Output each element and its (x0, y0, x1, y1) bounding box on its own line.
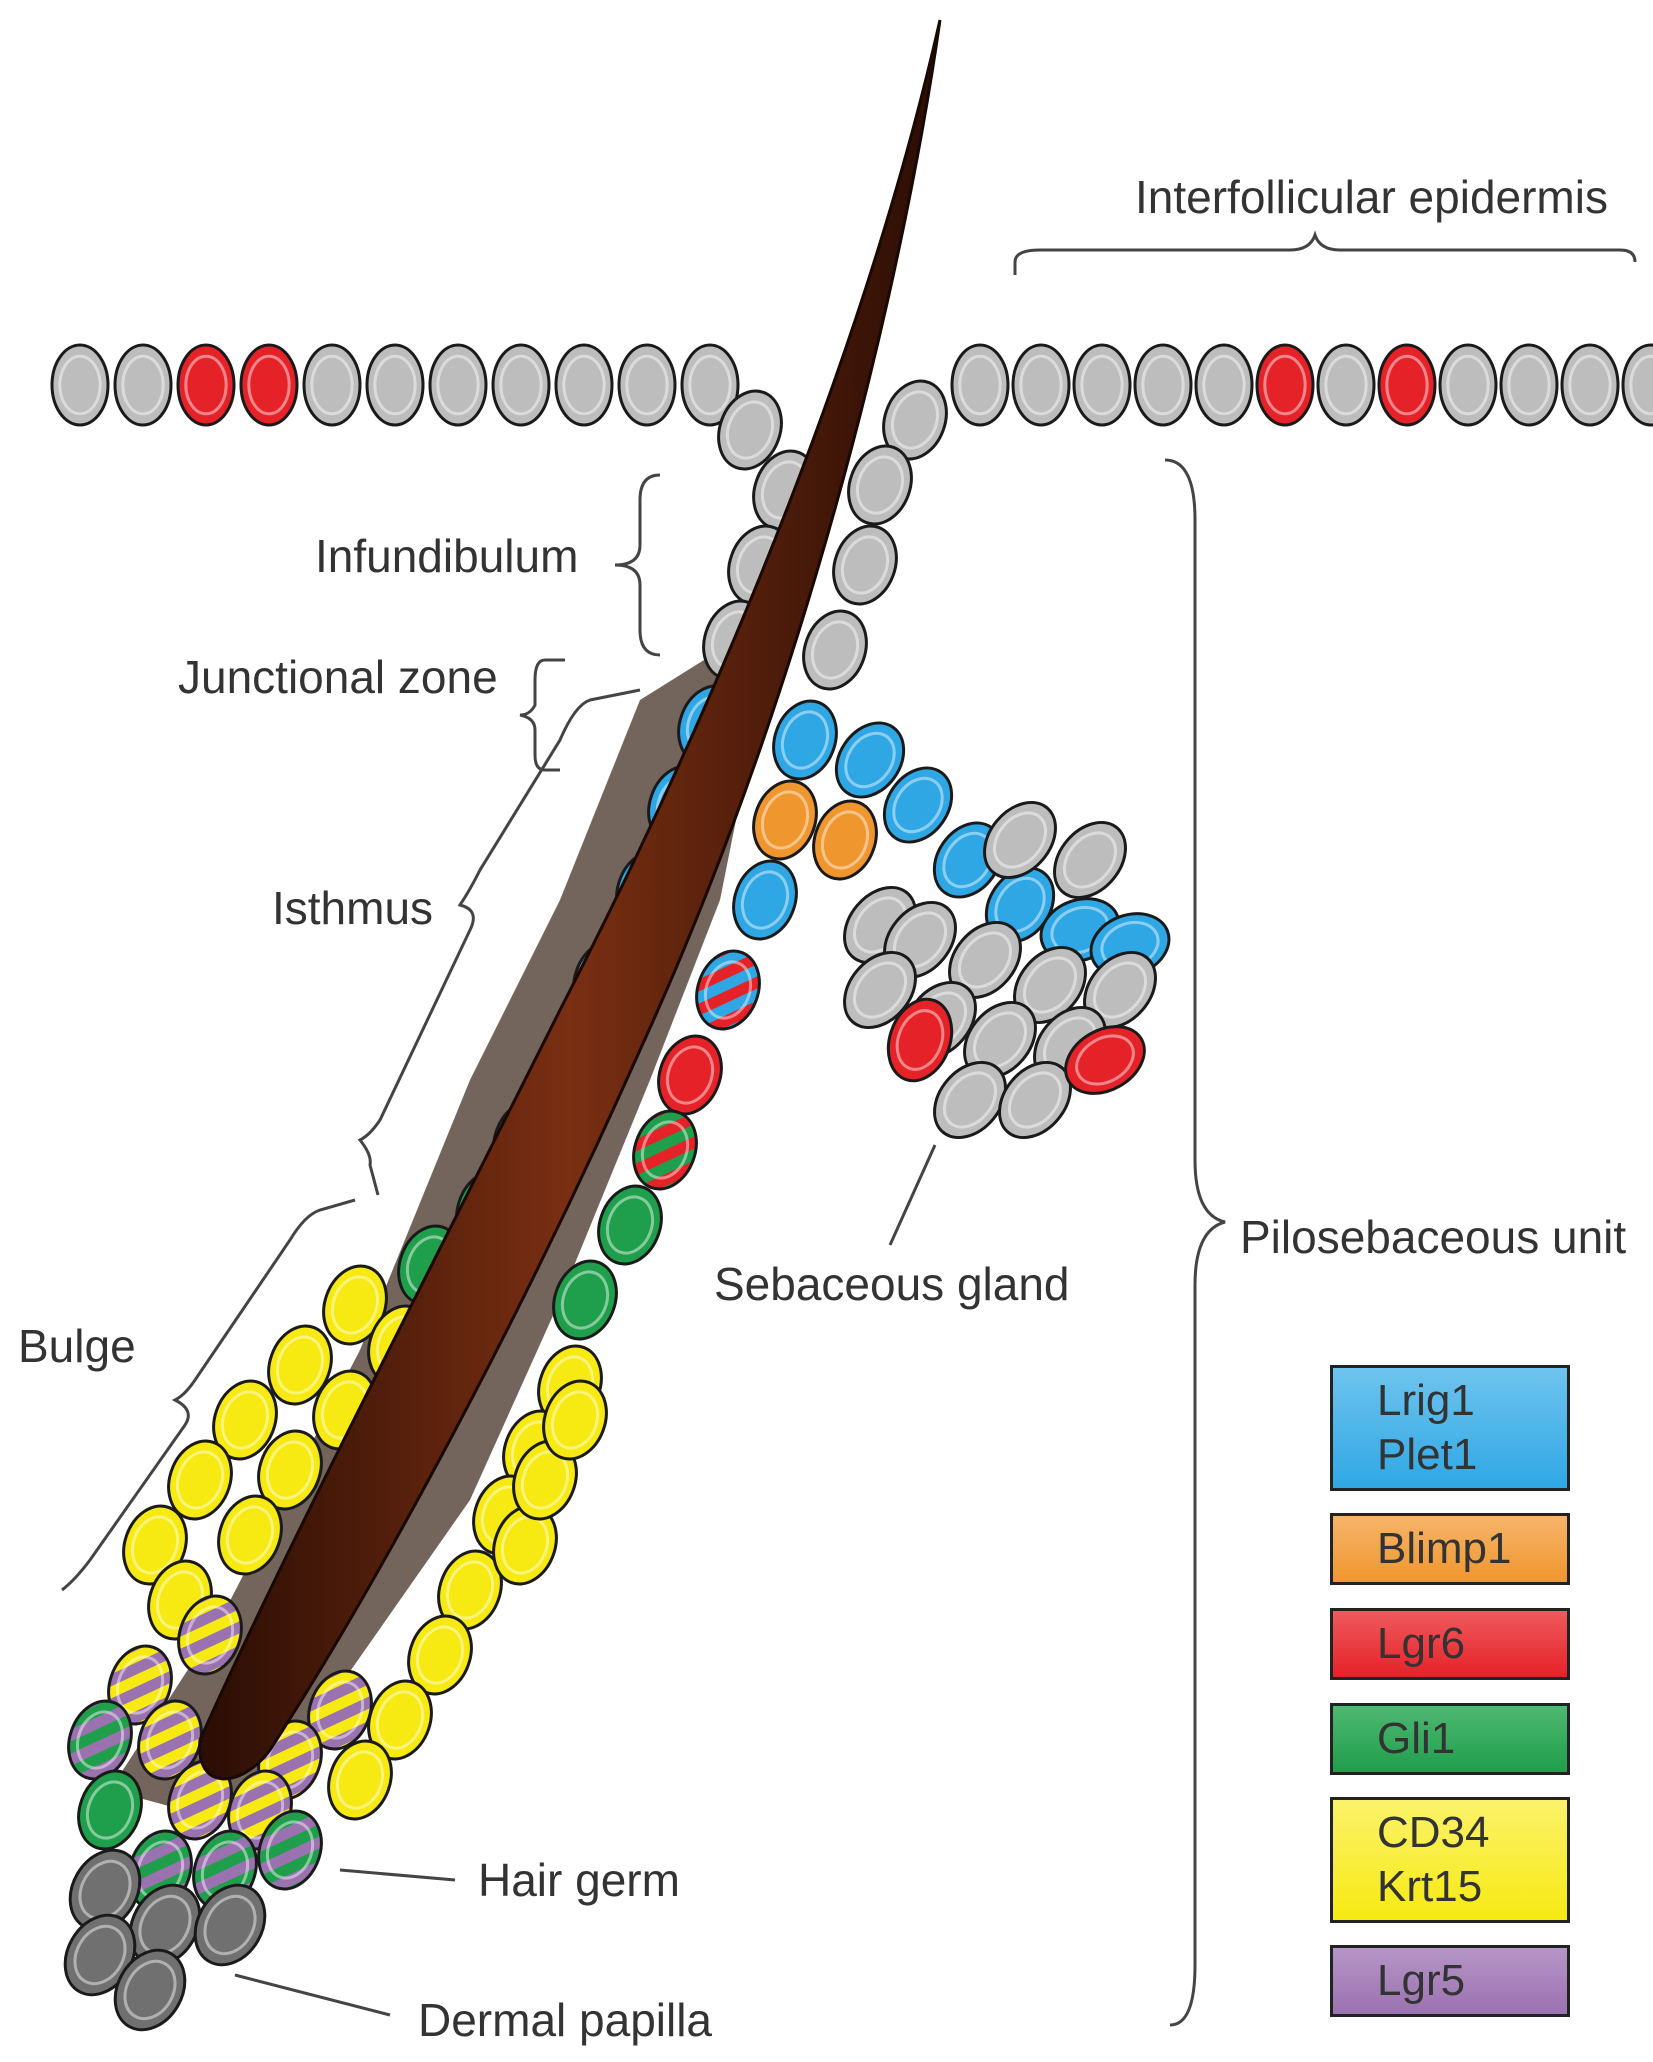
grey-cell (50, 343, 110, 427)
gli1-lgr5-cell (67, 1699, 133, 1781)
legend-blimp1: Blimp1 (1330, 1513, 1570, 1585)
grey-cell (1072, 343, 1132, 427)
grey-cell (1621, 343, 1653, 427)
label-isthmus: Isthmus (272, 882, 433, 934)
dermal-cell (113, 1948, 187, 2032)
interfollicular-bracket (1013, 230, 1637, 275)
dermal-papilla-pointer (234, 1973, 391, 2017)
grey-cell (1316, 343, 1376, 427)
grey-cell (933, 1060, 1007, 1140)
lgr6-cell (886, 997, 954, 1083)
lgr6-cell (176, 343, 236, 427)
grey-cell (491, 343, 551, 427)
grey-cell (1499, 343, 1559, 427)
junctional-bracket (519, 658, 565, 772)
cd34-cell (327, 1739, 393, 1821)
lgr6-cell (1255, 343, 1315, 427)
legend-lrig1-plet1: Lrig1 Plet1 (1330, 1365, 1570, 1491)
isthmus-bracket (357, 688, 641, 1196)
cd34-cell (217, 1494, 283, 1576)
cd34-cell (167, 1439, 233, 1521)
grey-cell (998, 1060, 1072, 1140)
infundibulum-bracket (614, 473, 661, 657)
blimp1-cell (812, 799, 878, 881)
cd34-lgr5-cell (307, 1669, 373, 1751)
label-sebaceous: Sebaceous gland (714, 1258, 1070, 1310)
bulge-bracket (61, 1198, 356, 1592)
grey-cell (950, 343, 1010, 427)
lgr6-lrig1-cell (695, 949, 761, 1031)
gli1-cell (552, 1259, 618, 1341)
grey-cell (717, 389, 783, 471)
gli1-cell (597, 1184, 663, 1266)
grey-cell (113, 343, 173, 427)
dermal-cell (193, 1883, 267, 1967)
cd34-cell (322, 1264, 388, 1346)
grey-cell (1053, 820, 1127, 900)
lgr6-cell (239, 343, 299, 427)
blimp1-cell (752, 779, 818, 861)
grey-cell (882, 379, 948, 461)
grey-cell (1560, 343, 1620, 427)
cd34-cell (512, 1439, 578, 1521)
grey-cell (617, 343, 677, 427)
lrig1-cell (834, 721, 906, 799)
sebaceous-pointer (888, 1144, 937, 1246)
cd34-cell (542, 1379, 608, 1461)
cd34-lgr5-cell (167, 1759, 233, 1841)
grey-cell (802, 609, 868, 691)
grey-cell (983, 800, 1057, 880)
grey-cell (302, 343, 362, 427)
label-bulge: Bulge (18, 1320, 136, 1372)
grey-cell (1194, 343, 1254, 427)
cd34-cell (212, 1379, 278, 1461)
grey-cell (428, 343, 488, 427)
lrig1-cell (772, 699, 838, 781)
grey-cell (847, 444, 913, 526)
grey-cell (1011, 343, 1071, 427)
lgr6-gli1-cell (632, 1109, 698, 1191)
lrig1-cell (732, 859, 798, 941)
label-dermal-papilla: Dermal papilla (418, 1994, 712, 2046)
lgr6-cell (657, 1034, 723, 1116)
label-junctional: Junctional zone (178, 651, 498, 703)
label-hair-germ: Hair germ (478, 1854, 680, 1906)
cd34-cell (267, 1324, 333, 1406)
lrig1-cell (882, 766, 954, 844)
grey-cell (365, 343, 425, 427)
pilosebaceous-bracket (1164, 458, 1226, 2027)
lgr6-cell (1377, 343, 1437, 427)
gli1-lgr5-cell (257, 1809, 323, 1891)
grey-cell (1438, 343, 1498, 427)
hair-shaft (198, 19, 942, 1781)
cd34-lgr5-cell (177, 1594, 243, 1676)
label-pilosebaceous: Pilosebaceous unit (1240, 1211, 1626, 1263)
legend-lgr5: Lgr5 (1330, 1945, 1570, 2017)
grey-cell (1133, 343, 1193, 427)
grey-cell (832, 524, 898, 606)
lgr6-cell (1064, 1025, 1146, 1095)
grey-cell (680, 343, 740, 427)
cells-layer (50, 343, 1653, 2032)
label-infundibulum: Infundibulum (315, 530, 578, 582)
legend-cd34-krt15: CD34 Krt15 (1330, 1797, 1570, 1923)
gli1-cell (77, 1769, 143, 1851)
hair-germ-pointer (339, 1868, 456, 1882)
legend-lgr6: Lgr6 (1330, 1608, 1570, 1680)
legend-gli1: Gli1 (1330, 1703, 1570, 1775)
grey-cell (554, 343, 614, 427)
cd34-cell (492, 1504, 558, 1586)
label-interfollicular: Interfollicular epidermis (1135, 171, 1608, 223)
